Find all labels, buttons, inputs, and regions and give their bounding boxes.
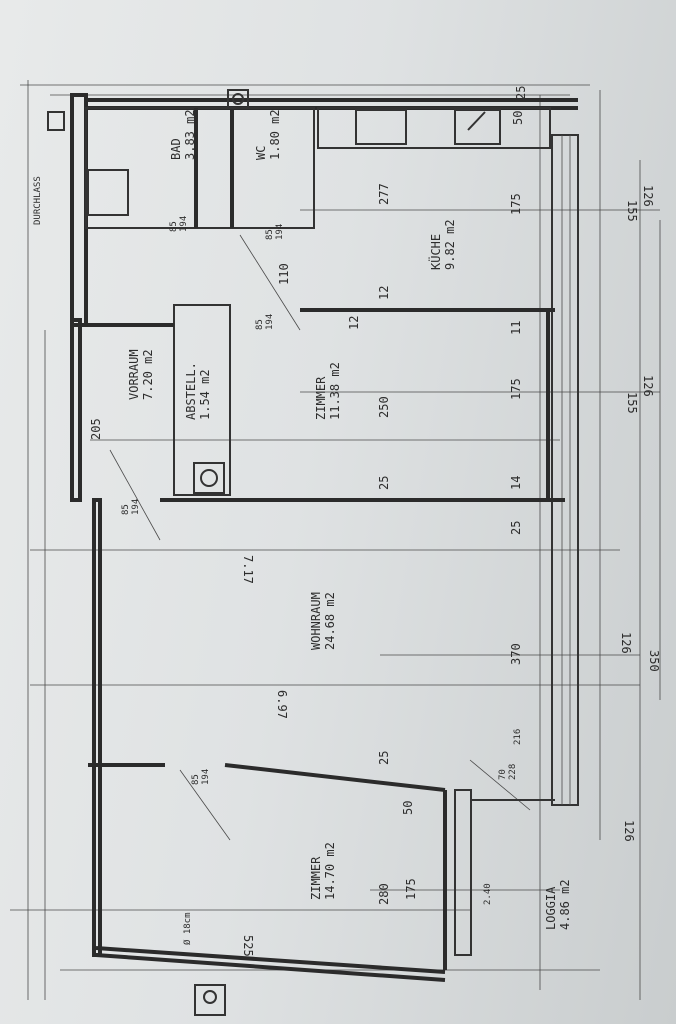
room-wohnraum-name: WOHNRAUM <box>309 592 323 650</box>
room-wohnraum-area: 24.68 m2 <box>323 592 337 650</box>
dim-175-a: 175 <box>509 193 523 215</box>
dim-350: 350 <box>647 650 661 672</box>
room-wc: WC 1.80 m2 <box>254 109 282 160</box>
room-bad-area: 3.83 m2 <box>183 109 197 160</box>
dim-194-d: 194 <box>201 769 211 785</box>
dim-250: 250 <box>377 396 391 418</box>
annotations: DURCHLASS Ø 18cm <box>33 176 193 945</box>
dim-25-b: 25 <box>509 521 523 535</box>
dim-50-a: 50 <box>511 111 525 125</box>
dim-228: 228 <box>508 764 518 780</box>
dim-25-d: 25 <box>514 86 528 100</box>
dim-12-a: 12 <box>377 286 391 300</box>
dim-216: 216 <box>513 729 523 745</box>
dim-85-d: 85 <box>191 774 201 785</box>
room-kueche-area: 9.82 m2 <box>443 219 457 270</box>
room-zimmer-2-area: 14.70 m2 <box>323 842 337 900</box>
dim-85-e: 85 <box>265 229 275 240</box>
dim-194-b: 194 <box>265 314 275 330</box>
room-zimmer-1-name: ZIMMER <box>314 376 328 420</box>
room-wc-area: 1.80 m2 <box>268 109 282 160</box>
dim-7-17: 7.17 <box>241 555 255 584</box>
dim-14: 14 <box>509 476 523 490</box>
room-zimmer-2: ZIMMER 14.70 m2 <box>309 842 337 900</box>
dim-277: 277 <box>377 183 391 205</box>
dim-155-a: 155 <box>625 200 639 222</box>
dim-50-b: 50 <box>401 801 415 815</box>
room-vorraum-area: 7.20 m2 <box>141 349 155 400</box>
room-vorraum-name: VORRAUM <box>127 349 141 400</box>
dim-126-a: 126 <box>641 185 655 207</box>
dim-25-a: 25 <box>377 476 391 490</box>
room-abstell: ABSTELL. 1.54 m2 <box>184 362 212 420</box>
room-kueche-name: KÜCHE <box>427 234 443 270</box>
dim-12-b: 12 <box>347 316 361 330</box>
dim-175-b: 175 <box>509 378 523 400</box>
room-loggia-area: 4.86 m2 <box>558 879 572 930</box>
dim-194-c: 194 <box>131 499 141 515</box>
dim-85-a: 85 <box>169 221 179 232</box>
dim-6-97: 6.97 <box>275 690 289 719</box>
dim-85-c: 85 <box>121 504 131 515</box>
dim-280: 280 <box>377 883 391 905</box>
room-kueche: KÜCHE 9.82 m2 <box>427 219 457 270</box>
dim-194-e: 194 <box>275 224 285 240</box>
walls <box>47 89 579 1016</box>
room-bad-name: BAD <box>169 138 183 160</box>
dim-70: 70 <box>498 769 508 780</box>
dimension-labels: 277 250 370 280 175 175 175 25 25 25 25 … <box>89 86 661 957</box>
room-zimmer-1: ZIMMER 11.38 m2 <box>314 362 342 420</box>
room-abstell-area: 1.54 m2 <box>198 369 212 420</box>
dim-126-b: 126 <box>641 375 655 397</box>
dim-126-d: 126 <box>622 820 636 842</box>
dim-370: 370 <box>509 643 523 665</box>
dim-126-c: 126 <box>619 632 633 654</box>
dim-2-40: 2.40 <box>483 883 493 905</box>
room-loggia-name: LOGGIA <box>544 886 558 930</box>
dim-25-c: 25 <box>377 751 391 765</box>
dim-175-c: 175 <box>404 878 418 900</box>
dim-525: 525 <box>241 935 255 957</box>
dim-205: 205 <box>89 418 103 440</box>
shaft-diameter-label: Ø 18cm <box>182 912 193 945</box>
room-vorraum: VORRAUM 7.20 m2 <box>127 349 155 400</box>
room-labels: BAD 3.83 m2 WC 1.80 m2 KÜCHE 9.82 m2 VOR… <box>127 109 572 930</box>
room-zimmer-2-name: ZIMMER <box>309 856 323 900</box>
dim-194-a: 194 <box>179 216 189 232</box>
room-abstell-name: ABSTELL. <box>184 362 198 420</box>
dim-110: 110 <box>277 263 291 285</box>
room-zimmer-1-area: 11.38 m2 <box>328 362 342 420</box>
room-bad: BAD 3.83 m2 <box>169 109 197 160</box>
dimension-lines <box>10 80 661 1000</box>
dim-11: 11 <box>509 321 523 335</box>
durchlass-label: DURCHLASS <box>33 176 43 225</box>
dim-155-b: 155 <box>625 392 639 414</box>
room-loggia: LOGGIA 4.86 m2 <box>544 879 572 930</box>
room-wohnraum: WOHNRAUM 24.68 m2 <box>309 592 337 650</box>
room-wc-name: WC <box>254 146 268 160</box>
dim-85-b: 85 <box>255 319 265 330</box>
